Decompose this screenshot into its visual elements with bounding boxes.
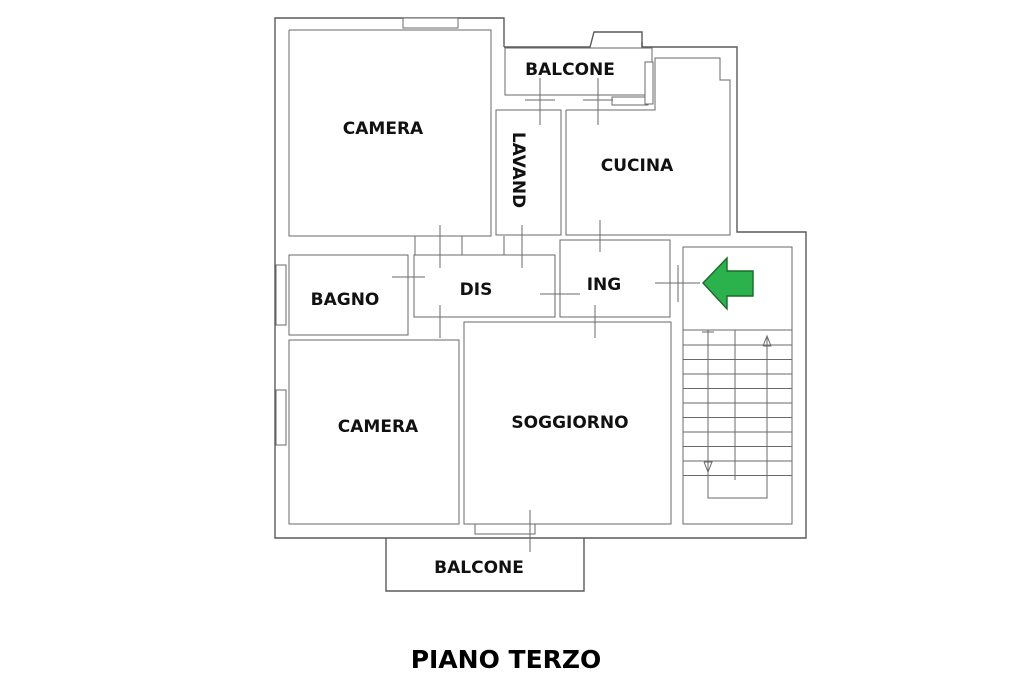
camera-bottom-area: [275, 339, 460, 525]
lavand-area: [495, 109, 562, 236]
window-top: [402, 17, 459, 29]
label-cucina: CUCINA: [601, 156, 674, 176]
plan-title: PIANO TERZO: [411, 645, 602, 674]
label-lavand: LAVAND: [508, 132, 528, 208]
label-balcone-bottom: BALCONE: [434, 558, 524, 578]
label-balcone-top: BALCONE: [525, 60, 615, 80]
label-camera-bottom: CAMERA: [338, 417, 419, 437]
balcone-bottom-area: [385, 523, 585, 592]
entrance-arrow-icon: [702, 256, 754, 311]
bagno-area: [275, 254, 409, 336]
soggiorno-area: [463, 321, 672, 525]
dis-area: [413, 254, 556, 318]
label-camera-top: CAMERA: [343, 119, 424, 139]
ing-area: [559, 239, 671, 318]
cucina-area: [565, 57, 731, 236]
label-bagno: BAGNO: [311, 290, 380, 310]
door-marks: [392, 78, 700, 552]
label-soggiorno: SOGGIORNO: [511, 413, 628, 433]
label-ing: ING: [587, 275, 622, 295]
outer-walls: [274, 17, 807, 539]
label-dis: DIS: [460, 280, 493, 300]
stairwell: [682, 246, 793, 525]
